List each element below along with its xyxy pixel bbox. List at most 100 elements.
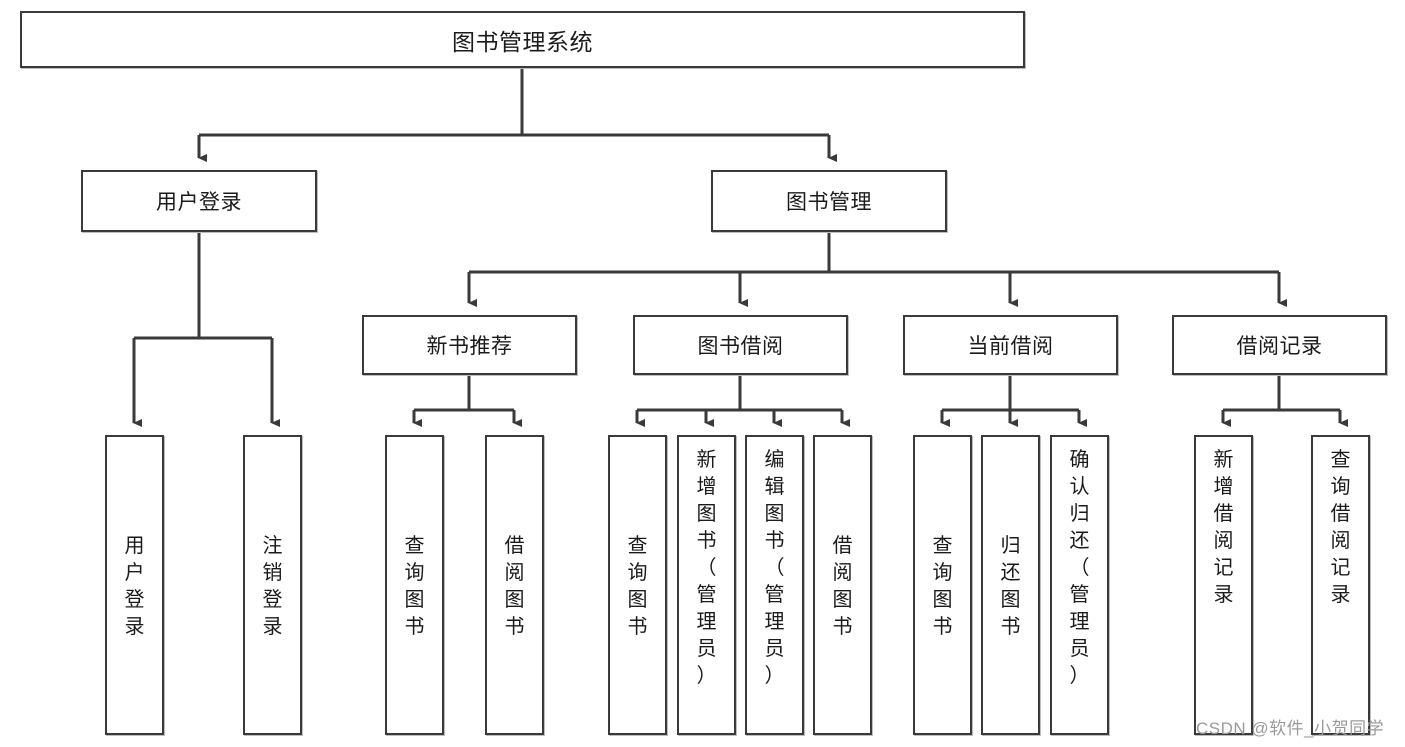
leaf-label-char: 询	[404, 562, 425, 584]
leaf-label-char: 编	[764, 449, 785, 471]
node-book-borrowing[interactable]: 图书借阅	[633, 315, 848, 375]
leaf-label-char: 图	[627, 589, 648, 611]
leaf-label-wrap: 查询图书	[610, 441, 665, 733]
leaf-label-char: 管	[764, 584, 785, 606]
leaf-label-char: 书	[832, 616, 853, 638]
leaf-node[interactable]: 借阅图书	[485, 435, 544, 735]
leaf-node-label: 借阅图书	[505, 533, 525, 641]
leaf-label-char: 员	[696, 638, 717, 660]
leaf-label-char: 书	[696, 530, 717, 552]
leaf-label-char: （	[764, 557, 785, 579]
leaf-label-char: 归	[1069, 503, 1090, 525]
leaf-label-char: 图	[764, 503, 785, 525]
leaf-label-char: 录	[1330, 584, 1351, 606]
node-label: 当前借阅	[967, 335, 1054, 358]
leaf-node-label: 确认归还（管理员）	[1070, 447, 1090, 690]
leaf-label-char: 还	[1069, 530, 1090, 552]
node-user-login[interactable]: 用户登录	[81, 170, 317, 232]
leaf-label-char: 销	[262, 562, 283, 584]
leaf-node[interactable]: 查询借阅记录	[1311, 435, 1370, 735]
leaf-label-char: 理	[1069, 611, 1090, 633]
leaf-label-wrap: 新增借阅记录	[1196, 441, 1251, 739]
leaf-label-char: 登	[124, 589, 145, 611]
node-new-book-recommendation[interactable]: 新书推荐	[362, 315, 577, 375]
leaf-label-char: 询	[1330, 476, 1351, 498]
leaf-node[interactable]: 确认归还（管理员）	[1050, 435, 1109, 735]
node-label: 图书借阅	[697, 335, 784, 358]
leaf-label-char: 新	[1213, 449, 1234, 471]
leaf-label-char: 增	[696, 476, 717, 498]
leaf-node[interactable]: 借阅图书	[813, 435, 872, 735]
leaf-label-char: 图	[504, 589, 525, 611]
node-book-management-system[interactable]: 图书管理系统	[20, 11, 1025, 68]
leaf-node-label: 新增图书（管理员）	[697, 447, 717, 690]
leaf-node-label: 用户登录	[125, 533, 145, 641]
leaf-label-char: 新	[696, 449, 717, 471]
leaf-label-char: 书	[627, 616, 648, 638]
leaf-label-char: 图	[932, 589, 953, 611]
leaf-label-char: 录	[1213, 584, 1234, 606]
leaf-node[interactable]: 新增图书（管理员）	[677, 435, 736, 735]
leaf-label-char: 理	[764, 611, 785, 633]
leaf-node[interactable]: 注销登录	[243, 435, 302, 735]
leaf-label-char: 管	[696, 584, 717, 606]
leaf-label-char: 阅	[1213, 530, 1234, 552]
leaf-node-label: 查询图书	[628, 533, 648, 641]
leaf-node[interactable]: 新增借阅记录	[1194, 435, 1253, 735]
leaf-node[interactable]: 查询图书	[608, 435, 667, 735]
leaf-label-char: 录	[262, 616, 283, 638]
leaf-label-char: 图	[832, 589, 853, 611]
leaf-node-label: 新增借阅记录	[1214, 447, 1234, 609]
node-book-management[interactable]: 图书管理	[711, 170, 947, 232]
node-label: 借阅记录	[1236, 335, 1323, 358]
leaf-label-wrap: 查询图书	[387, 441, 442, 733]
leaf-label-char: 查	[627, 535, 648, 557]
leaf-label-char: 阅	[832, 562, 853, 584]
node-current-borrowing[interactable]: 当前借阅	[903, 315, 1118, 375]
node-label: 新书推荐	[426, 335, 513, 358]
leaf-node-label: 查询图书	[405, 533, 425, 641]
node-borrowing-record[interactable]: 借阅记录	[1172, 315, 1387, 375]
leaf-label-char: 记	[1330, 557, 1351, 579]
leaf-label-char: 阅	[1330, 530, 1351, 552]
leaf-label-char: 确	[1069, 449, 1090, 471]
leaf-label-char: 员	[1069, 638, 1090, 660]
leaf-label-char: ）	[696, 665, 717, 687]
leaf-node[interactable]: 查询图书	[913, 435, 972, 735]
leaf-node-label: 编辑图书（管理员）	[765, 447, 785, 690]
node-label: 用户登录	[156, 191, 242, 214]
leaf-label-char: 查	[932, 535, 953, 557]
leaf-label-char: 书	[404, 616, 425, 638]
leaf-label-char: 归	[1000, 535, 1021, 557]
leaf-label-char: 图	[1000, 589, 1021, 611]
leaf-label-char: 户	[124, 562, 145, 584]
leaf-label-char: 辑	[764, 476, 785, 498]
leaf-label-char: 阅	[504, 562, 525, 584]
csdn-watermark: CSDN @软件_小贺同学	[1196, 719, 1385, 738]
leaf-node[interactable]: 查询图书	[385, 435, 444, 735]
leaf-label-char: 管	[1069, 584, 1090, 606]
leaf-label-char: 询	[627, 562, 648, 584]
leaf-label-wrap: 注销登录	[245, 441, 300, 733]
leaf-label-char: 借	[504, 535, 525, 557]
leaf-node[interactable]: 归还图书	[981, 435, 1040, 735]
leaf-label-char: 还	[1000, 562, 1021, 584]
leaf-label-char: 书	[504, 616, 525, 638]
leaf-node-label: 查询图书	[933, 533, 953, 641]
leaf-label-char: 理	[696, 611, 717, 633]
leaf-node-label: 查询借阅记录	[1331, 447, 1351, 609]
leaf-label-char: 增	[1213, 476, 1234, 498]
leaf-label-char: ）	[764, 665, 785, 687]
leaf-node[interactable]: 编辑图书（管理员）	[745, 435, 804, 735]
leaf-node[interactable]: 用户登录	[105, 435, 164, 735]
leaf-label-char: 书	[1000, 616, 1021, 638]
leaf-label-char: 询	[932, 562, 953, 584]
leaf-label-char: 查	[1330, 449, 1351, 471]
leaf-label-char: （	[696, 557, 717, 579]
leaf-node-label: 借阅图书	[833, 533, 853, 641]
node-label: 图书管理	[786, 191, 872, 214]
leaf-label-char: 借	[832, 535, 853, 557]
leaf-label-wrap: 确认归还（管理员）	[1052, 441, 1107, 739]
leaf-label-char: 图	[404, 589, 425, 611]
